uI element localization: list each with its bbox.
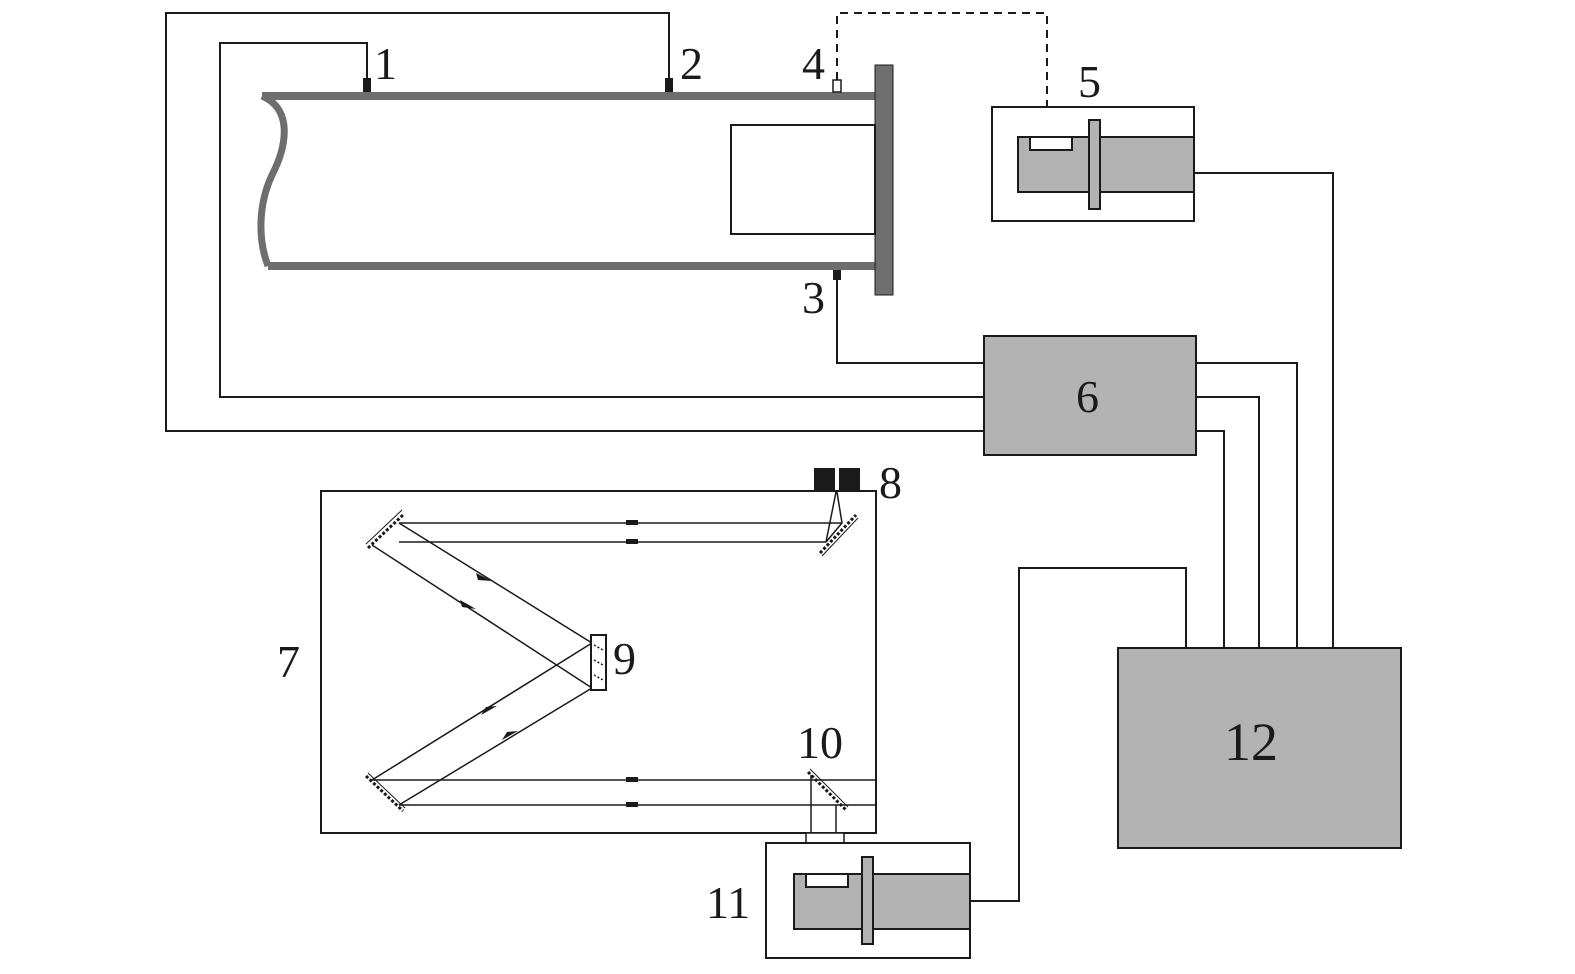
beam-mark-bottom-2 [626, 802, 638, 807]
label-sensor-4: 4 [802, 38, 825, 89]
beam-source-to-mirror [825, 491, 843, 543]
wire-unit-6-to-unit-12-b [1196, 396, 1260, 648]
label-mirror-10: 10 [797, 717, 843, 768]
label-camera-11: 11 [706, 877, 750, 928]
sensor-3 [833, 270, 841, 280]
unit-12 [1117, 647, 1402, 849]
wire-sensor-3-to-unit-6 [836, 278, 984, 364]
label-element-9: 9 [613, 633, 636, 684]
beam-mark-top-1 [626, 520, 638, 525]
label-sensor-2: 2 [680, 38, 703, 89]
beam-arrow-1 [476, 573, 492, 581]
label-unit-12: 12 [1224, 712, 1278, 772]
tube-end-flange [874, 64, 894, 296]
wire-camera-5-to-unit-12 [1194, 172, 1334, 648]
camera-11-viewfinder [805, 873, 849, 888]
mirror-lower-left [364, 772, 406, 813]
beam-mark-top-2 [626, 539, 638, 544]
label-camera-5: 5 [1078, 56, 1101, 107]
label-sensor-3: 3 [802, 272, 825, 323]
beam-arrow-4 [502, 731, 518, 740]
wire-unit-6-to-unit-12-c [1196, 430, 1225, 648]
label-optical-bench-7: 7 [277, 636, 300, 687]
source-8-block-right [839, 468, 860, 492]
label-sensor-1: 1 [374, 38, 397, 89]
source-8 [814, 468, 860, 492]
camera-5-viewfinder [1029, 136, 1073, 151]
camera-5 [991, 106, 1195, 222]
beam-9-to-lower-left-b [398, 687, 593, 806]
label-unit-6: 6 [1076, 371, 1099, 422]
beam-mark-bottom-1 [626, 777, 638, 782]
wire-camera-11-to-unit-12 [970, 567, 1187, 902]
tube-broken-end [257, 92, 288, 268]
source-8-block-left [814, 468, 835, 492]
tube [257, 64, 894, 296]
camera-5-body [1017, 136, 1195, 193]
beam-upper-left-to-9-b [371, 544, 593, 689]
wire-sensor-1-to-unit-6 [219, 42, 984, 398]
wire-unit-6-to-unit-12-a [1196, 362, 1298, 648]
dashed-link-sensor-4-to-camera-5 [836, 12, 1048, 107]
element-9 [590, 634, 607, 691]
label-source-8: 8 [879, 457, 902, 508]
beam-upper-left-to-9-a [398, 522, 593, 644]
camera-5-lens-ring [1088, 119, 1101, 210]
unit-6 [983, 335, 1197, 456]
sensor-4 [832, 79, 842, 93]
camera-11 [765, 842, 971, 959]
sensor-2 [665, 78, 673, 92]
sensor-1 [363, 78, 371, 92]
beam-arrow-3 [481, 706, 497, 715]
camera-11-lens-ring [861, 856, 874, 945]
wire-sensor-2-to-unit-6 [165, 12, 984, 432]
tube-window-box [730, 124, 876, 235]
beam-9-to-lower-left-a [371, 642, 593, 781]
mirror-10 [806, 768, 849, 812]
mirror-upper-left [365, 509, 406, 550]
beam-arrow-2 [460, 600, 476, 609]
mirror-top-right [818, 513, 859, 557]
